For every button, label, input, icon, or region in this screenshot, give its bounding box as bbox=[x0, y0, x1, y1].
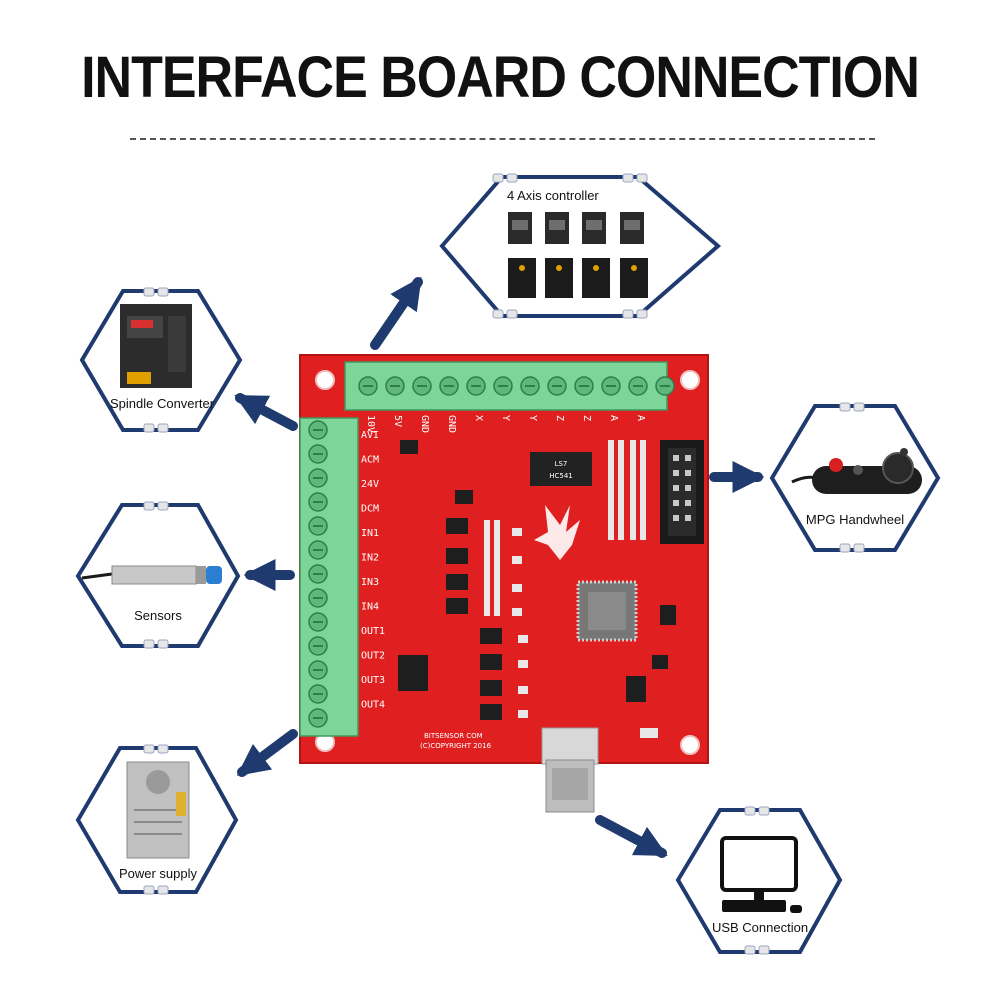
board-silkscreen-line1: BITSENSOR COM bbox=[424, 732, 483, 740]
proximity-sensor-icon bbox=[81, 565, 222, 585]
arrow-to-spindle bbox=[234, 393, 298, 431]
svg-text:HC541: HC541 bbox=[549, 472, 573, 480]
top-pin-label: Y bbox=[500, 415, 511, 421]
top-pin-label: X bbox=[473, 415, 484, 421]
top-pin-label: A bbox=[608, 415, 619, 421]
stepper-motors-icon bbox=[508, 258, 648, 298]
mount-hole bbox=[680, 370, 700, 390]
computer-icon bbox=[720, 836, 802, 913]
node-sensors: Sensors bbox=[75, 503, 241, 648]
interface-board: 10V 5V GND GND X Y Y Z Z A A AVI ACM 24V DCM IN1IN2IN3… bbox=[299, 354, 709, 813]
node-usb-label: USB Connection bbox=[712, 920, 808, 935]
node-power-supply: Power supply bbox=[75, 746, 239, 894]
node-spindle-converter: Spindle Converter bbox=[79, 289, 243, 432]
node-sensors-label: Sensors bbox=[134, 608, 182, 623]
stepper-drivers-icon bbox=[508, 212, 644, 244]
board-silkscreen-line2: (C)COPYRIGHT 2016 bbox=[420, 742, 492, 750]
left-pin-label: OUT4 bbox=[361, 700, 385, 711]
title-divider bbox=[130, 138, 875, 140]
top-pin-label: 5V bbox=[392, 415, 403, 427]
top-pin-label: A bbox=[635, 415, 646, 421]
svg-text:LS7: LS7 bbox=[555, 460, 568, 468]
node-mpg-label: MPG Handwheel bbox=[806, 512, 904, 527]
left-pin-label: OUT3 bbox=[361, 675, 385, 686]
arrow-to-usb bbox=[595, 815, 668, 858]
left-pin-label: DCM bbox=[361, 504, 379, 515]
eagle-logo bbox=[534, 505, 580, 560]
top-terminal-block bbox=[344, 361, 675, 411]
usb-port bbox=[541, 727, 599, 813]
top-pin-label: Z bbox=[581, 415, 592, 421]
page-title: INTERFACE BOARD CONNECTION bbox=[81, 45, 920, 111]
arrow-to-power bbox=[236, 729, 298, 777]
left-pin-label: AVI bbox=[361, 430, 379, 441]
psu-icon bbox=[126, 761, 190, 859]
node-frame bbox=[675, 808, 843, 954]
node-axis-label: 4 Axis controller bbox=[507, 188, 599, 203]
frame-clip-decorations bbox=[143, 173, 865, 955]
mpg-header-connector bbox=[660, 440, 704, 544]
left-pin-label: IN3 bbox=[361, 577, 379, 588]
node-mpg-handwheel: MPG Handwheel bbox=[769, 404, 941, 552]
top-pin-labels: 10V 5V GND GND X Y Y Z Z A A bbox=[365, 415, 646, 433]
node-power-label: Power supply bbox=[119, 866, 198, 881]
left-pin-label: IN2 bbox=[361, 553, 379, 564]
node-spindle-label: Spindle Converter bbox=[110, 396, 215, 411]
board-mcu-chip bbox=[576, 580, 638, 642]
mount-hole bbox=[680, 735, 700, 755]
mount-hole bbox=[315, 370, 335, 390]
left-pin-label: ACM bbox=[361, 455, 379, 466]
top-pin-label: Z bbox=[554, 415, 565, 421]
top-pin-label: GND bbox=[419, 415, 430, 433]
left-pin-label: OUT2 bbox=[361, 651, 385, 662]
left-pin-label: IN1 bbox=[361, 528, 379, 539]
top-pin-label: 10V bbox=[365, 415, 376, 433]
handwheel-icon bbox=[791, 448, 922, 494]
left-pin-label: 24V bbox=[361, 479, 379, 490]
board-resistor-arrays bbox=[484, 440, 658, 738]
vfd-icon bbox=[120, 304, 192, 388]
left-terminal-block bbox=[299, 417, 359, 737]
node-axis-controller: 4 Axis controller bbox=[439, 175, 722, 318]
board-logic-chip: LS7 HC541 bbox=[530, 452, 592, 486]
top-pin-label: GND bbox=[446, 415, 457, 433]
arrows bbox=[234, 276, 765, 858]
left-pin-label: IN4 bbox=[361, 602, 379, 613]
top-pin-label: Y bbox=[527, 415, 538, 421]
node-usb-connection: USB Connection bbox=[675, 808, 843, 954]
board-optocouplers bbox=[398, 440, 676, 720]
arrow-to-axis bbox=[370, 276, 423, 350]
left-pin-label: OUT1 bbox=[361, 626, 385, 637]
